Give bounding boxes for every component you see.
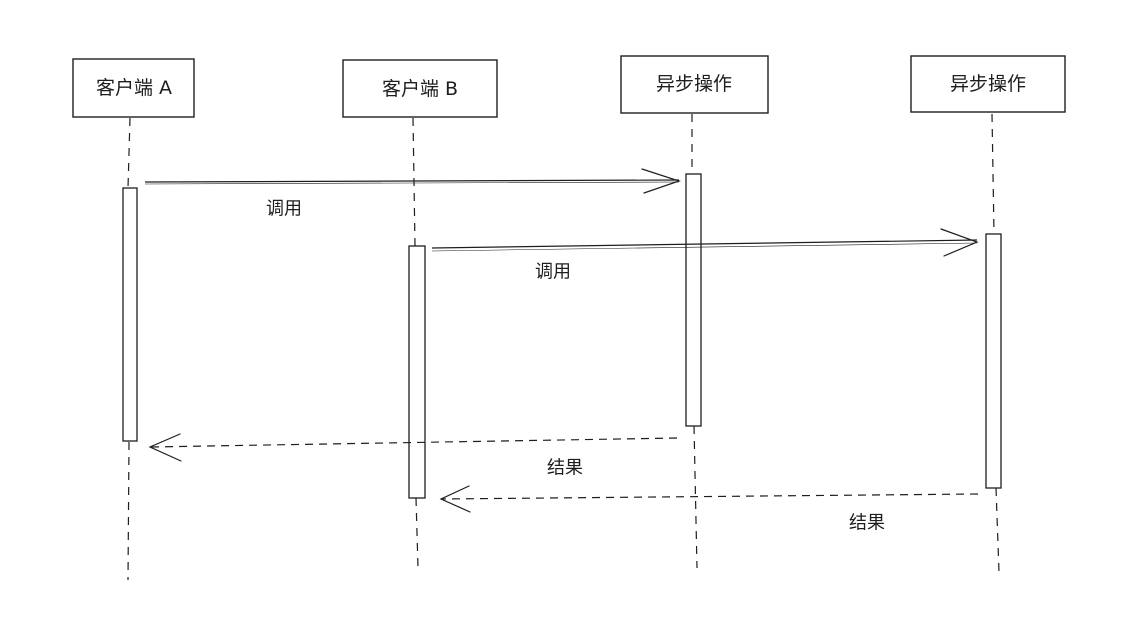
- lifeline-client-b: [412, 117, 419, 569]
- message-call-b: 调用: [431, 228, 979, 283]
- message-result-b: 结果: [439, 485, 979, 534]
- participant-label: 异步操作: [950, 73, 1026, 95]
- message-label: 调用: [535, 262, 571, 283]
- message-result-a: 结果: [148, 433, 678, 479]
- activation-client-a: [122, 187, 138, 442]
- lifeline-client-a: [127, 117, 131, 581]
- participant-client-a: 客户端 A: [72, 58, 195, 118]
- participant-client-b: 客户端 B: [342, 59, 498, 118]
- activation-async-op-2: [985, 233, 1002, 489]
- message-label: 调用: [266, 199, 302, 220]
- participant-async-op-2: 异步操作: [910, 55, 1066, 113]
- participant-label: 异步操作: [656, 73, 732, 95]
- lifeline-async-op-2: [991, 113, 1000, 573]
- activation-async-op-1: [685, 173, 702, 427]
- activation-client-b: [408, 245, 426, 499]
- message-label: 结果: [547, 458, 583, 479]
- lifeline-async-op-1: [691, 114, 698, 569]
- participant-label: 客户端 A: [96, 77, 172, 99]
- message-call-a: 调用: [144, 168, 681, 220]
- participant-async-op-1: 异步操作: [620, 55, 769, 114]
- participant-label: 客户端 B: [382, 78, 458, 100]
- message-label: 结果: [849, 513, 885, 534]
